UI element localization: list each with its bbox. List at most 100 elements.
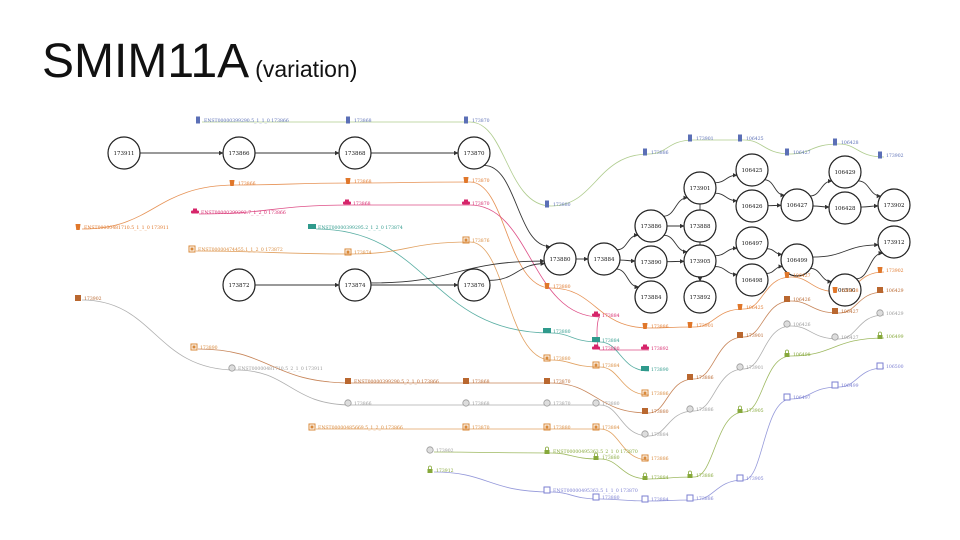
graph-node[interactable]: 173911 bbox=[107, 136, 141, 170]
path-annotation[interactable]: 173880 bbox=[642, 408, 669, 415]
path-annotation[interactable]: 106426 bbox=[784, 296, 811, 303]
graph-node[interactable]: 106498 bbox=[735, 263, 769, 297]
path-annotation[interactable]: 173886 bbox=[641, 389, 669, 397]
path-annotation[interactable]: 106425 bbox=[737, 304, 764, 311]
path-annotation[interactable]: 106498 bbox=[784, 349, 811, 358]
graph-node[interactable]: 173868 bbox=[338, 136, 372, 170]
path-annotation[interactable]: 106425 bbox=[738, 134, 764, 143]
path-annotation[interactable]: 173902 bbox=[75, 295, 102, 302]
path-annotation[interactable]: 106429 bbox=[877, 287, 904, 294]
path-annotation[interactable]: 173880 bbox=[593, 452, 620, 461]
path-annotation[interactable]: 106427 bbox=[831, 333, 859, 341]
path-annotation[interactable]: 173905 bbox=[736, 474, 764, 482]
path-annotation[interactable]: 173884 bbox=[641, 495, 669, 503]
graph-node[interactable]: 106497 bbox=[735, 226, 769, 260]
path-annotation[interactable]: 173866 bbox=[229, 180, 256, 187]
path-annotation[interactable]: 173868 bbox=[343, 199, 371, 208]
path-annotation[interactable]: 173886 bbox=[686, 405, 714, 413]
path-annotation[interactable]: 173884 bbox=[592, 361, 620, 369]
path-annotation[interactable]: 173912 bbox=[427, 465, 454, 474]
path-annotation[interactable]: 173880 bbox=[592, 344, 620, 353]
path-annotation[interactable]: 173880 bbox=[592, 493, 620, 501]
path-annotation[interactable]: ENST00000399290.5_1_1_0 173866 bbox=[196, 116, 289, 125]
path-annotation[interactable]: 173902 bbox=[426, 446, 454, 454]
graph-node[interactable]: 173890 bbox=[634, 245, 668, 279]
graph-node[interactable]: 173870 bbox=[457, 136, 491, 170]
path-annotation[interactable]: 173876 bbox=[462, 236, 490, 244]
path-annotation[interactable]: 106428 bbox=[833, 138, 859, 147]
path-annotation[interactable]: 173886 bbox=[643, 148, 669, 157]
graph-node[interactable]: 173905 bbox=[683, 244, 717, 278]
path-annotation[interactable]: 173870 bbox=[463, 177, 490, 184]
path-annotation[interactable]: 173870 bbox=[543, 399, 571, 407]
graph-node[interactable]: 106428 bbox=[828, 191, 862, 225]
path-annotation[interactable]: 173884 bbox=[592, 337, 620, 344]
path-annotation[interactable]: 173868 bbox=[345, 178, 372, 185]
graph-node[interactable]: 106500 bbox=[828, 273, 862, 307]
graph-node[interactable]: 173866 bbox=[222, 136, 256, 170]
path-annotation[interactable]: 106499 bbox=[831, 381, 859, 389]
path-annotation[interactable]: 173880 bbox=[543, 328, 571, 335]
path-annotation[interactable]: ENST00000399295.2_1_2_0 173874 bbox=[308, 224, 403, 231]
path-annotation[interactable]: 173874 bbox=[344, 248, 372, 256]
path-annotation[interactable]: 173870 bbox=[462, 423, 490, 431]
path-annotation[interactable]: 173870 bbox=[544, 378, 571, 385]
path-annotation[interactable]: 173884 bbox=[592, 311, 620, 320]
graph-node[interactable]: 173912 bbox=[877, 225, 911, 259]
path-annotation[interactable]: 173905 bbox=[737, 405, 764, 414]
path-annotation[interactable]: ENST00000485669.5_1_2_0 173866 bbox=[308, 423, 403, 431]
graph-node[interactable]: 106499 bbox=[780, 243, 814, 277]
path-annotation[interactable]: 173880 bbox=[592, 399, 620, 407]
path-annotation[interactable]: 173884 bbox=[592, 423, 620, 431]
path-annotation[interactable]: 173886 bbox=[642, 323, 669, 330]
path-annotation[interactable]: 173870 bbox=[462, 199, 490, 208]
path-annotation[interactable]: 173870 bbox=[464, 116, 490, 125]
graph-node[interactable]: 173884 bbox=[634, 280, 668, 314]
path-annotation[interactable]: 173901 bbox=[688, 134, 714, 143]
graph-node[interactable]: 106425 bbox=[735, 153, 769, 187]
path-annotation[interactable]: 173868 bbox=[462, 399, 490, 407]
path-annotation[interactable]: 106499 bbox=[877, 331, 904, 340]
path-annotation[interactable]: ENST00000481710.5_2_1_0 173911 bbox=[228, 364, 323, 372]
path-annotation[interactable]: 106427 bbox=[784, 272, 811, 279]
path-annotation[interactable]: 106427 bbox=[832, 308, 859, 315]
path-annotation[interactable]: ENST00000399292.7_1_2_0 173866 bbox=[191, 208, 286, 217]
path-annotation[interactable]: 173880 bbox=[544, 283, 571, 290]
path-annotation[interactable]: 173886 bbox=[641, 454, 669, 462]
path-annotation[interactable]: 173868 bbox=[346, 116, 372, 125]
path-annotation[interactable]: 173884 bbox=[642, 472, 669, 481]
path-annotation[interactable]: 173902 bbox=[877, 267, 904, 274]
graph-node[interactable]: 173902 bbox=[877, 188, 911, 222]
path-annotation[interactable]: ENST00000481710.5_1_1_0 173911 bbox=[75, 224, 169, 231]
path-annotation[interactable]: 173880 bbox=[543, 423, 571, 431]
path-annotation[interactable]: 173880 bbox=[543, 354, 571, 362]
path-annotation[interactable]: 106426 bbox=[783, 320, 811, 328]
path-annotation[interactable]: 106427 bbox=[785, 148, 811, 157]
path-annotation[interactable]: 173902 bbox=[878, 151, 904, 160]
path-annotation[interactable]: ENST00000399290.5_2_1_0 173866 bbox=[345, 378, 439, 385]
path-annotation[interactable]: ENST00000495363.5_2_1_0 173870 bbox=[544, 446, 638, 455]
graph-node[interactable]: 173872 bbox=[222, 268, 256, 302]
path-annotation[interactable]: 173886 bbox=[687, 470, 714, 479]
path-annotation[interactable]: 106428 bbox=[832, 287, 859, 294]
path-annotation[interactable]: 106497 bbox=[783, 393, 811, 401]
path-annotation[interactable]: 173890 bbox=[641, 366, 669, 373]
graph-node[interactable]: 173884 bbox=[587, 242, 621, 276]
path-annotation[interactable]: 173901 bbox=[687, 322, 714, 329]
graph-node[interactable]: 173892 bbox=[683, 280, 717, 314]
path-annotation[interactable]: 173886 bbox=[686, 494, 714, 502]
path-annotation[interactable]: 173868 bbox=[463, 378, 490, 385]
path-annotation[interactable]: 106429 bbox=[876, 309, 904, 317]
path-annotation[interactable]: 106500 bbox=[876, 362, 904, 370]
graph-node[interactable]: 173886 bbox=[634, 209, 668, 243]
path-annotation[interactable]: 173886 bbox=[687, 374, 714, 381]
graph-node[interactable]: 173901 bbox=[683, 171, 717, 205]
path-annotation[interactable]: ENST00000495363.5_1_1_0 173870 bbox=[543, 486, 638, 494]
graph-node[interactable]: 173880 bbox=[543, 242, 577, 276]
graph-node[interactable]: 106427 bbox=[780, 188, 814, 222]
graph-node[interactable]: 106426 bbox=[735, 189, 769, 223]
path-annotation[interactable]: 173866 bbox=[344, 399, 372, 407]
graph-node[interactable]: 106429 bbox=[828, 155, 862, 189]
graph-node[interactable]: 173876 bbox=[457, 268, 491, 302]
path-annotation[interactable]: 173901 bbox=[737, 332, 764, 339]
